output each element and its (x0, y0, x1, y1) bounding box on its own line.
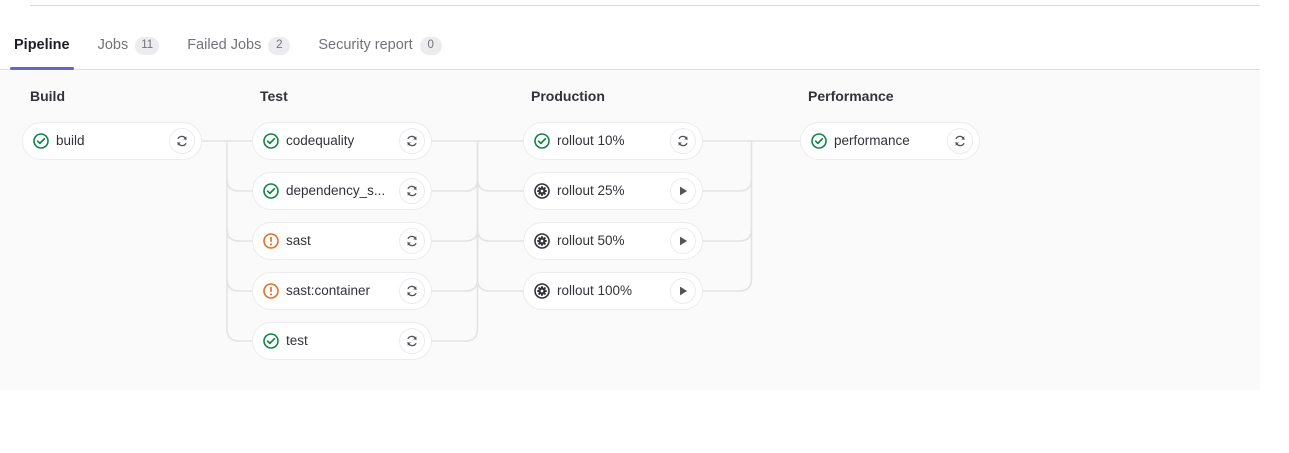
job-card[interactable]: rollout 50% (523, 222, 703, 260)
status-success-icon (263, 333, 279, 349)
job-card[interactable]: dependency_s... (252, 172, 432, 210)
stage-title: Performance (808, 88, 894, 104)
tab-label: Jobs (97, 37, 129, 54)
status-warning-icon (263, 233, 279, 249)
stage-title: Build (30, 88, 65, 104)
connector-path (226, 328, 252, 342)
stage-title: Production (531, 88, 605, 104)
retry-job-button[interactable] (399, 228, 425, 254)
pipeline-tabs: Pipeline Jobs 11 Failed Jobs 2 Security repor… (0, 22, 1260, 70)
tab-count-badge: 0 (419, 36, 442, 55)
status-success-icon (534, 133, 550, 149)
connector-path (432, 328, 479, 342)
status-manual-icon (534, 283, 550, 299)
tab-label: Pipeline (14, 37, 70, 54)
pipeline-graph-panel: Build build Test codequality dependency_s...… (0, 71, 1260, 390)
retry-job-button[interactable] (399, 128, 425, 154)
job-card[interactable]: sast:container (252, 272, 432, 310)
job-card[interactable]: codequality (252, 122, 432, 160)
tab-security-report[interactable]: Security report 0 (304, 22, 455, 69)
job-card[interactable]: sast (252, 222, 432, 260)
job-name: rollout 10% (557, 134, 625, 148)
connector-path (476, 178, 523, 192)
job-name: rollout 50% (557, 234, 625, 248)
retry-job-button[interactable] (399, 278, 425, 304)
job-name: build (56, 134, 85, 148)
job-name: rollout 100% (557, 284, 633, 298)
job-name: performance (834, 134, 910, 148)
play-icon (680, 286, 688, 296)
connector-path (476, 228, 523, 242)
job-card[interactable]: rollout 10% (523, 122, 703, 160)
status-success-icon (811, 133, 827, 149)
retry-job-button[interactable] (670, 128, 696, 154)
job-name: sast (286, 234, 311, 248)
connector-path (432, 228, 479, 242)
job-card[interactable]: rollout 100% (523, 272, 703, 310)
retry-icon (177, 135, 187, 147)
retry-icon (407, 135, 417, 147)
play-job-button[interactable] (670, 178, 696, 204)
job-name: rollout 25% (557, 184, 625, 198)
stage-job-list: performance (800, 122, 980, 160)
retry-icon (407, 335, 417, 347)
status-manual-icon (534, 183, 550, 199)
retry-job-button[interactable] (947, 128, 973, 154)
stage-job-list: build (22, 122, 202, 160)
job-card[interactable]: test (252, 322, 432, 360)
job-name: sast:container (286, 284, 371, 298)
job-name: dependency_s... (286, 184, 386, 198)
top-divider (30, 5, 1260, 6)
play-icon (680, 186, 688, 196)
tab-label: Security report (318, 37, 413, 54)
job-name: codequality (286, 134, 355, 148)
connector-path (703, 178, 753, 192)
status-success-icon (263, 183, 279, 199)
status-success-icon (33, 133, 49, 149)
stage-job-list: rollout 10% rollout 25% rollout 50% rollout… (523, 122, 703, 310)
connector-path (476, 278, 523, 292)
tab-failed-jobs[interactable]: Failed Jobs 2 (173, 22, 304, 69)
play-job-button[interactable] (670, 228, 696, 254)
connector-path (703, 278, 753, 292)
retry-icon (407, 185, 417, 197)
retry-icon (407, 285, 417, 297)
retry-job-button[interactable] (399, 328, 425, 354)
pipeline-graph: Build build Test codequality dependency_s...… (0, 71, 1260, 390)
stage-title: Test (260, 88, 288, 104)
connector-path (226, 178, 252, 192)
retry-icon (407, 235, 417, 247)
retry-icon (955, 135, 965, 147)
status-warning-icon (263, 283, 279, 299)
play-job-button[interactable] (670, 278, 696, 304)
tab-label: Failed Jobs (187, 37, 262, 54)
tab-count-badge: 11 (135, 36, 160, 55)
stage-job-list: codequality dependency_s...sast sast:conta… (252, 122, 432, 360)
retry-job-button[interactable] (399, 178, 425, 204)
connector-path (226, 278, 252, 292)
job-card[interactable]: rollout 25% (523, 172, 703, 210)
job-card[interactable]: performance (800, 122, 980, 160)
connector-path (226, 228, 252, 242)
connector-path (432, 178, 479, 192)
tab-count-badge: 2 (268, 36, 291, 55)
status-success-icon (263, 133, 279, 149)
connector-path (703, 228, 753, 242)
job-name: test (286, 334, 308, 348)
connector-path (432, 278, 479, 292)
status-manual-icon (534, 233, 550, 249)
pipeline-connector-lines (202, 140, 800, 342)
tab-jobs[interactable]: Jobs 11 (84, 22, 174, 69)
retry-job-button[interactable] (169, 128, 195, 154)
tab-pipeline[interactable]: Pipeline (0, 22, 84, 70)
retry-icon (678, 135, 688, 147)
play-icon (680, 236, 688, 246)
job-card[interactable]: build (22, 122, 202, 160)
